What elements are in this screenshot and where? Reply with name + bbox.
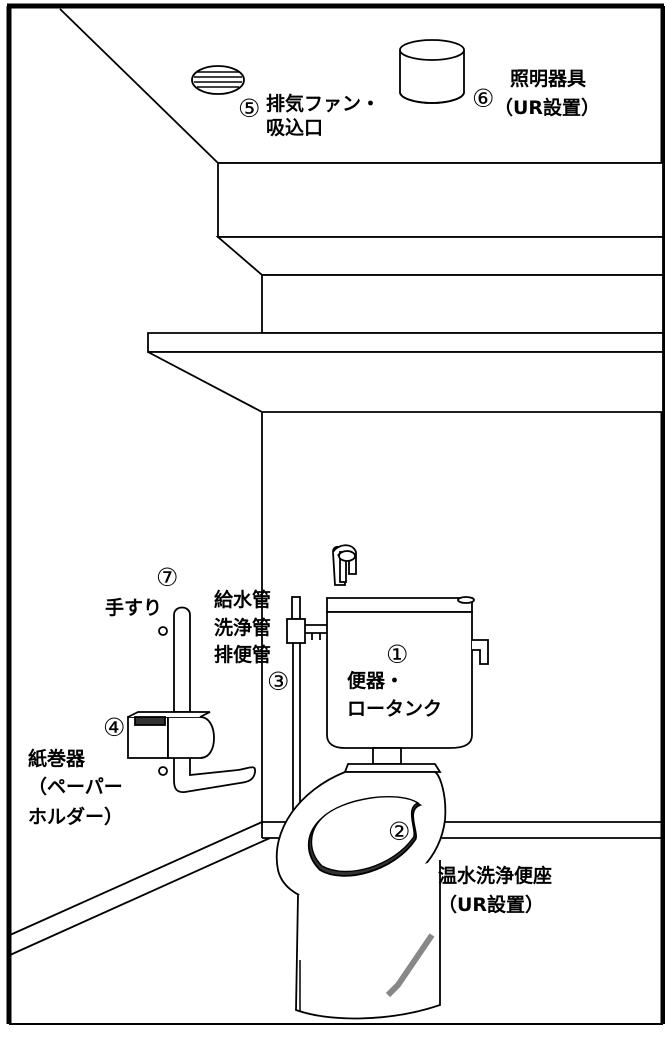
toilet-bowl <box>275 763 447 1020</box>
light-label-line1: 照明器具 <box>510 68 586 90</box>
seat-number: ② <box>388 817 410 846</box>
fan-number: ⑤ <box>238 94 260 123</box>
handrail-label: 手すり <box>105 596 162 619</box>
tank-label-line1: 便器・ <box>347 670 404 692</box>
handrail-number: ⑦ <box>156 563 178 592</box>
paper-label-line1: 紙巻器 <box>28 747 86 770</box>
pipes-label-line2: 洗浄管 <box>214 616 271 639</box>
light-label-line2: （UR設置） <box>494 96 600 119</box>
seat-label-line1: 温水洗浄便座 <box>438 864 552 887</box>
tank-number: ① <box>386 640 408 669</box>
fan-label-line2: 吸込口 <box>266 117 323 139</box>
seat-label-line2: （UR設置） <box>438 893 544 916</box>
light-number: ⑥ <box>472 84 494 113</box>
pipes-label-line1: 給水管 <box>214 588 271 611</box>
pipes-number: ③ <box>267 667 289 696</box>
paper-label-line3: ホルダー） <box>28 805 123 828</box>
shelf <box>147 332 664 413</box>
fan-label-line1: 排気ファン・ <box>266 92 380 115</box>
paper-label-line2: （ペーパー <box>28 775 123 798</box>
pipes <box>286 596 328 820</box>
ceiling-light <box>399 39 465 104</box>
exhaust-fan <box>191 65 245 95</box>
paper-holder <box>127 711 215 759</box>
labels: ⑤ 排気ファン・ 吸込口 ⑥ 照明器具 （UR設置） ⑦ 手すり 給水管 洗浄管… <box>28 68 600 916</box>
ceiling-soffit <box>215 162 664 334</box>
tank-label-line2: ロータンク <box>347 698 442 720</box>
handrail <box>158 606 256 793</box>
low-tank <box>326 544 489 765</box>
paper-number: ④ <box>103 713 125 742</box>
pipes-label-line3: 排便管 <box>214 643 271 666</box>
